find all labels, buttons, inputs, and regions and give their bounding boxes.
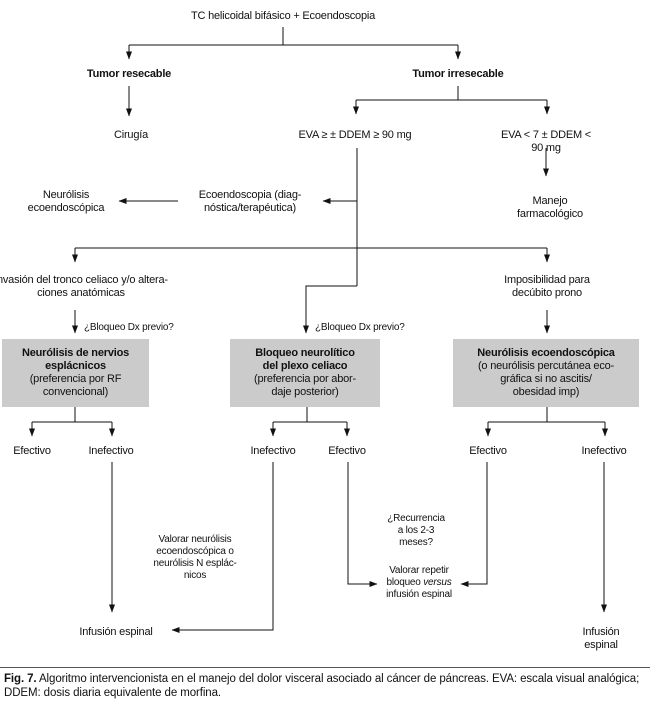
outcome-box3-inefectivo: Inefectivo <box>581 445 627 457</box>
figure-caption-label: Fig. 7. <box>4 673 37 685</box>
note-valorar-repetir-versus: versus <box>423 577 452 588</box>
node-imposibilidad-decubito: Imposibilidad para decúbito prono <box>504 274 590 299</box>
outcome-box2-efectivo: Efectivo <box>328 445 366 457</box>
node-tumor-resecable: Tumor resecable <box>86 68 172 80</box>
note-valorar-repetir-post: infusión espinal <box>386 589 452 600</box>
caption-divider <box>0 667 650 668</box>
node-cirugia: Cirugía <box>113 129 149 141</box>
box-neurolisis-esplacnicos-title: Neurólisis de nervios esplácnicos <box>21 347 130 372</box>
figure-caption: Fig. 7. Algoritmo intervencionista en el… <box>4 672 646 700</box>
box-neurolisis-ecoendoscopica-title: Neurólisis ecoendoscópica <box>477 347 615 359</box>
outcome-box2-inefectivo: Inefectivo <box>250 445 296 457</box>
outcome-box1-inefectivo: Inefectivo <box>88 445 134 457</box>
outcome-box3-efectivo: Efectivo <box>469 445 507 457</box>
node-tumor-irresecable: Tumor irresecable <box>412 68 504 80</box>
node-neurolisis-ecoendoscopica: Neurólisis ecoendoscópica <box>27 189 105 214</box>
node-eva-baja: EVA < 7 ± DDEM < 90 mg <box>500 129 592 154</box>
label-bloqueo-dx-previo-mid: ¿Bloqueo Dx previo? <box>315 322 405 333</box>
box-neurolisis-esplacnicos-detail: (preferencia por RF convencional) <box>29 373 122 398</box>
note-valorar-repetir: Valorar repetir bloqueo versus infusión … <box>386 565 452 601</box>
label-bloqueo-dx-previo-left: ¿Bloqueo Dx previo? <box>84 322 174 333</box>
node-infusion-espinal-right: Infusión espinal <box>582 626 620 651</box>
node-manejo-farmacologico: Manejo farmacológico <box>517 195 583 220</box>
node-ecoendoscopia: Ecoendoscopia (diag- nóstica/terapéutica… <box>198 189 302 214</box>
node-invasion-tronco-celiaco: Invasión del tronco celiaco y/o altera- … <box>0 274 168 299</box>
note-valorar-neurolisis: Valorar neurólisis ecoendoscópica o neur… <box>153 534 237 581</box>
figure-caption-text: Algoritmo intervencionista en el manejo … <box>4 673 640 699</box>
node-eva-alta: EVA ≥ ± DDEM ≥ 90 mg <box>298 129 412 141</box>
box-bloqueo-plexo-celiaco: Bloqueo neurolítico del plexo celiaco (p… <box>230 339 380 407</box>
outcome-box1-efectivo: Efectivo <box>13 445 51 457</box>
node-title: TC helicoidal bifásico + Ecoendoscopia <box>190 10 376 22</box>
box-neurolisis-ecoendoscopica-detail: (o neurólisis percutánea eco- gráfica si… <box>477 360 615 398</box>
box-neurolisis-esplacnicos: Neurólisis de nervios esplácnicos (prefe… <box>2 339 149 407</box>
box-bloqueo-plexo-celiaco-title: Bloqueo neurolítico del plexo celiaco <box>255 347 355 372</box>
note-valorar-repetir-pre: Valorar repetir bloqueo <box>386 565 449 588</box>
note-recurrencia: ¿Recurrencia a los 2-3 meses? <box>387 513 445 548</box>
box-neurolisis-ecoendoscopica: Neurólisis ecoendoscópica (o neurólisis … <box>453 339 639 407</box>
node-infusion-espinal-left: Infusión espinal <box>79 626 153 638</box>
box-bloqueo-plexo-celiaco-detail: (preferencia por abor- daje posterior) <box>254 373 356 398</box>
